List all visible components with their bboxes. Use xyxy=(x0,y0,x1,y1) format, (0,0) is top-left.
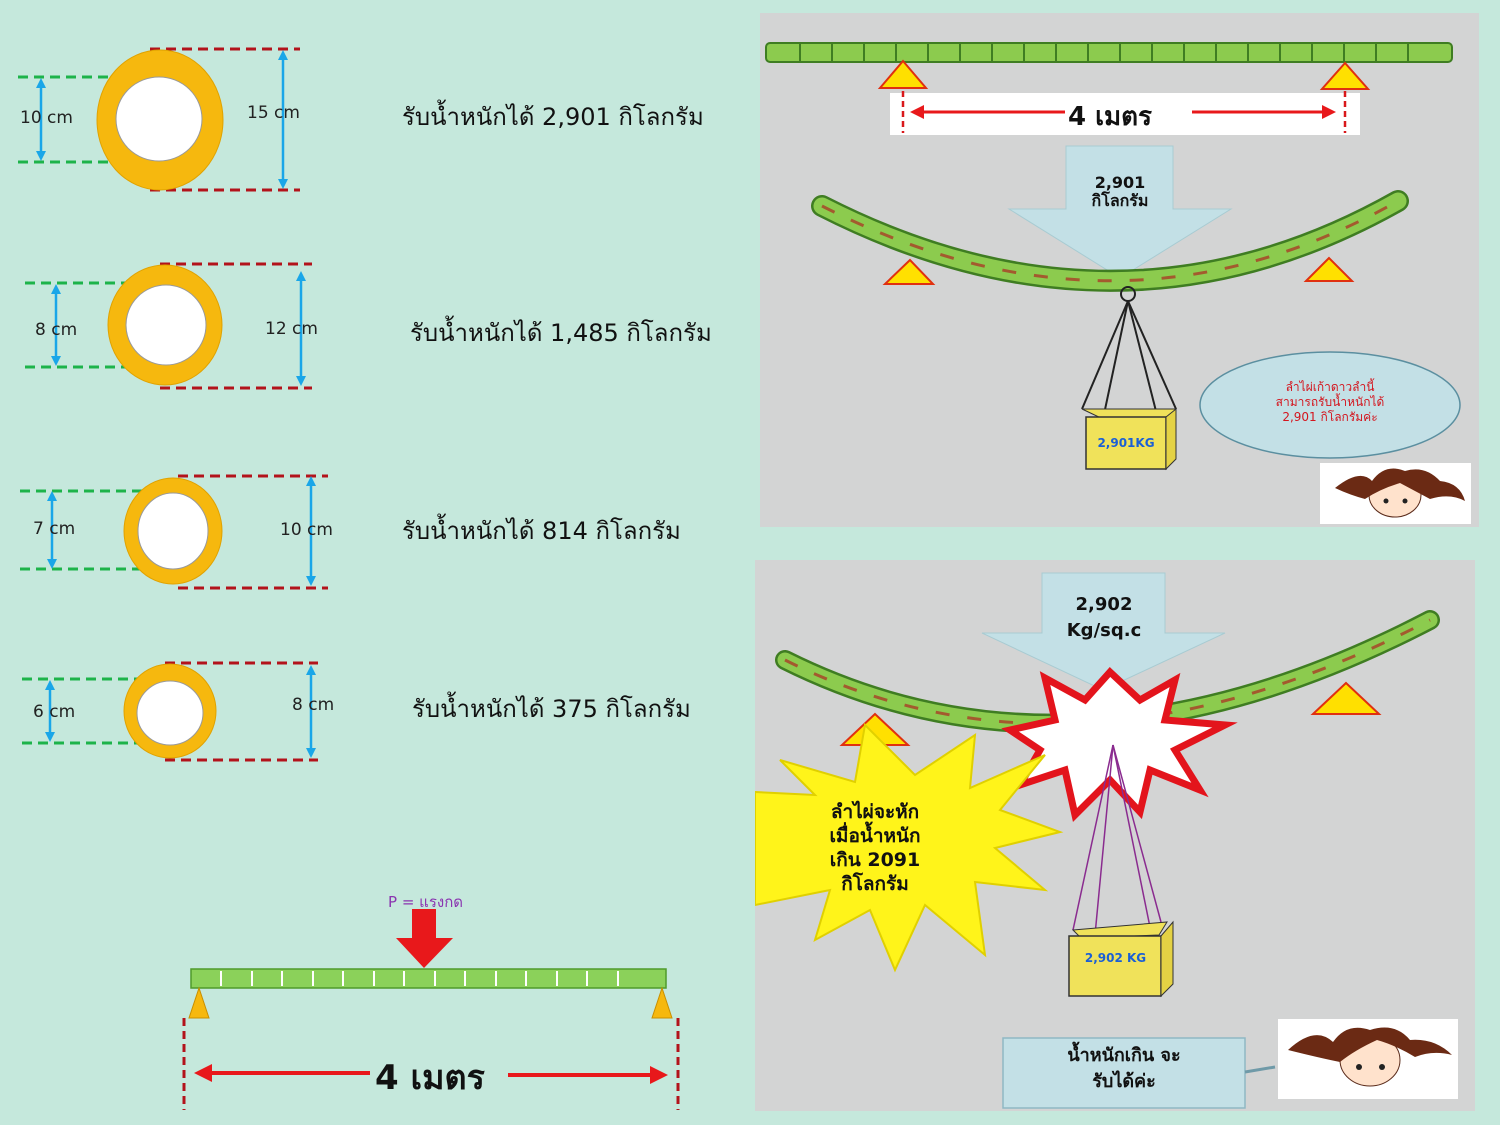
capacity-caption: รับน้ำหนักได้ 2,901 กิโลกรัม xyxy=(402,103,704,131)
inner-diameter-label: 7 cm xyxy=(33,519,76,539)
capacity-caption: รับน้ำหนักได้ 1,485 กิโลกรัม xyxy=(410,319,712,347)
inner-diameter-label: 8 cm xyxy=(35,320,78,340)
section-4 xyxy=(22,661,318,762)
photo-bottom-burst-text: ลำไผ่จะหัก เมื่อน้ำหนัก เกิน 2091 กิโลกร… xyxy=(829,801,921,895)
section-2 xyxy=(25,262,312,390)
photo-top-drawing xyxy=(765,42,1471,524)
warning-burst xyxy=(755,722,1064,973)
force-arrow-shaft xyxy=(412,909,436,939)
photo-top-box-label: 2,901KG xyxy=(1097,436,1155,450)
outer-diameter-label: 15 cm xyxy=(247,103,300,123)
photo-bottom-note: น้ำหนักเกิน จะ รับได้ค่ะ xyxy=(1067,1045,1181,1092)
beam-diagram xyxy=(182,909,680,1110)
support-right xyxy=(1319,61,1371,90)
load-arrow xyxy=(1007,145,1233,279)
force-arrow-head xyxy=(396,938,453,968)
right-support xyxy=(651,986,673,1019)
support-left xyxy=(877,59,929,89)
section-3 xyxy=(20,474,328,590)
span-label: 4 เมตร xyxy=(375,1058,485,1098)
load-arrow xyxy=(981,572,1226,691)
photo-top-span-label: 4 เมตร xyxy=(1067,102,1153,132)
photo-bottom-load-label: 2,902 Kg/sq.c xyxy=(1066,594,1142,641)
force-label: P = แรงกด xyxy=(388,893,464,911)
inner-diameter-label: 6 cm xyxy=(33,702,76,722)
photo-bottom-box-label: 2,902 KG xyxy=(1084,951,1147,965)
outer-diameter-label: 8 cm xyxy=(292,695,335,715)
weight-box xyxy=(1068,935,1162,997)
inner-diameter-label: 10 cm xyxy=(20,108,73,128)
note-box xyxy=(1002,1037,1246,1109)
outer-diameter-label: 10 cm xyxy=(280,520,333,540)
capacity-caption: รับน้ำหนักได้ 814 กิโลกรัม xyxy=(402,517,681,545)
section-1 xyxy=(18,47,300,192)
speech-bubble xyxy=(1199,351,1461,459)
bamboo-hole xyxy=(137,492,209,570)
break-burst xyxy=(1001,666,1238,822)
weight-box xyxy=(1085,416,1167,470)
beam xyxy=(190,968,667,989)
cross-sections-diagram xyxy=(18,47,328,762)
photo-top-load-label: 2,901 กิโลกรัม xyxy=(1091,173,1149,210)
capacity-caption: รับน้ำหนักได้ 375 กิโลกรัม xyxy=(412,695,691,723)
photo-bottom-drawing xyxy=(755,572,1458,1109)
bamboo-hole xyxy=(115,76,203,162)
photo-top-bubble-text: ลำไผ่เก้าดาวลำนี้ สามารถรับน้ำหนักได้ 2,… xyxy=(1275,380,1385,424)
left-support xyxy=(188,986,210,1019)
straight-bamboo xyxy=(765,42,1453,63)
bamboo-hole xyxy=(136,680,204,746)
bamboo-hole xyxy=(125,284,207,366)
span-box xyxy=(890,93,1360,135)
support-right xyxy=(1310,681,1382,715)
outer-diameter-label: 12 cm xyxy=(265,319,318,339)
